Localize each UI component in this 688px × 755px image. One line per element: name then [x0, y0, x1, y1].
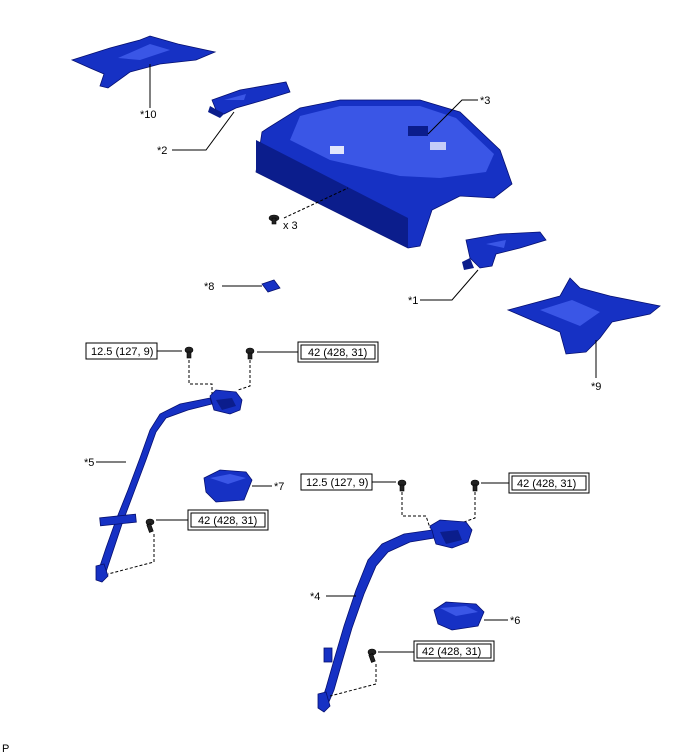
callout-5: *5	[84, 457, 94, 469]
screw-icon	[268, 214, 280, 225]
part-4-seat-belt	[317, 519, 473, 713]
dash-bolt-rt2	[463, 492, 476, 523]
torque-left-top-single: 12.5 (127, 9)	[91, 346, 153, 358]
callout-2: *2	[157, 145, 167, 157]
bolt-icon	[397, 479, 407, 492]
part-7-cover	[203, 469, 253, 503]
torque-box-right-bottom-double	[413, 640, 495, 662]
part-10-trim-panel	[70, 35, 217, 89]
callout-4: *4	[310, 591, 320, 603]
callout-9: *9	[591, 381, 601, 393]
torque-right-bottom-double: 42 (428, 31)	[422, 646, 481, 658]
part-5-seat-belt	[95, 389, 243, 583]
bolt-icon	[145, 518, 155, 533]
torque-right-top-double: 42 (428, 31)	[517, 478, 576, 490]
callout-7: *7	[274, 481, 284, 493]
callout-1: *1	[408, 295, 418, 307]
leader-2	[172, 111, 235, 151]
leader-1	[420, 269, 479, 301]
screw-dashline	[283, 187, 349, 219]
callout-8: *8	[204, 281, 214, 293]
torque-right-top-single: 12.5 (127, 9)	[306, 477, 368, 489]
bolt-icon	[245, 347, 255, 360]
callout-3: *3	[480, 95, 490, 107]
dash-bolt-lb	[107, 534, 155, 575]
bolt-icon	[184, 346, 194, 359]
part-2-cover	[208, 81, 291, 118]
bolt-icon	[470, 479, 480, 492]
part-1-cover	[462, 231, 547, 270]
torque-left-bottom-double: 42 (428, 31)	[198, 515, 257, 527]
leader-3	[427, 99, 478, 135]
screw-quantity: x 3	[283, 220, 298, 232]
dash-bolt-rt1	[401, 492, 431, 529]
bolt-icon	[367, 648, 377, 663]
dash-bolt-rb	[329, 664, 377, 697]
callout-6: *6	[510, 615, 520, 627]
dash-bolt-lt1	[188, 360, 213, 398]
figure-code: P	[2, 743, 9, 755]
dash-bolt-lt2	[237, 360, 251, 391]
torque-left-top-double: 42 (428, 31)	[308, 347, 367, 359]
part-6-cover	[433, 601, 485, 631]
part-3-package-tray	[255, 99, 513, 249]
part-8-clip	[261, 279, 281, 293]
part-9-trim-panel	[506, 277, 661, 355]
callout-10: *10	[140, 109, 157, 121]
